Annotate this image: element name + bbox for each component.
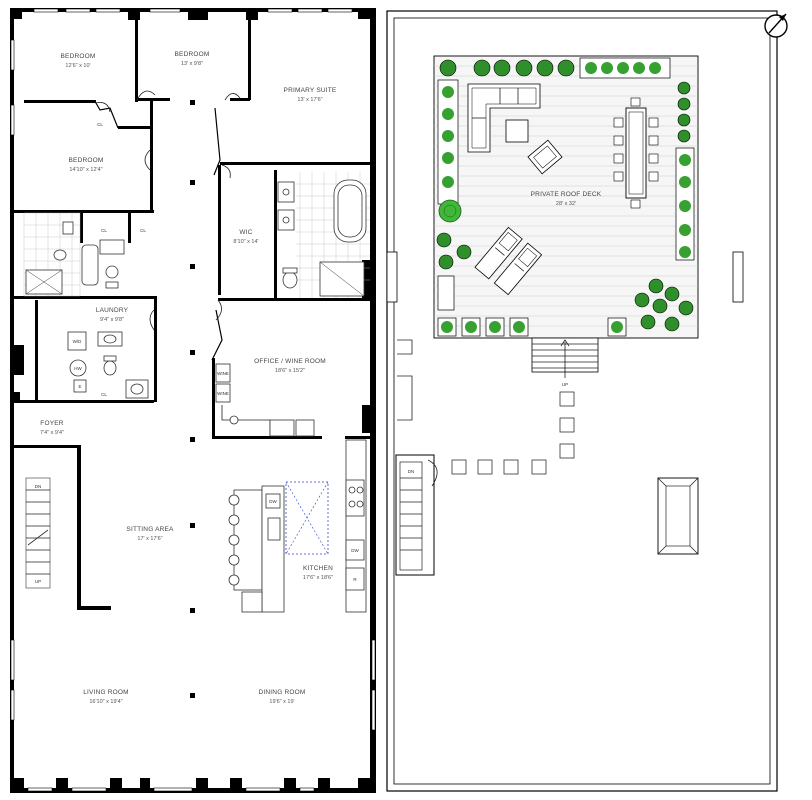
sectional-sofa (467, 83, 541, 153)
deck-stair-up-label: UP (562, 382, 568, 387)
dining-table (613, 97, 659, 209)
stair-dn-label: DN (35, 484, 42, 489)
dishwasher-label-2: DW (351, 548, 359, 553)
closet-label-1: CL (97, 122, 103, 127)
electric-label: E (78, 384, 81, 389)
room-dims-laundry: 9'4" x 9'8" (100, 317, 124, 323)
skylight (657, 477, 699, 555)
room-name-wic: WIC (239, 229, 252, 236)
closet-label-3: CL (140, 228, 146, 233)
planters-top (439, 57, 671, 79)
laundry-fixtures: W/D HW E (67, 331, 149, 399)
washer-label: W/D (73, 339, 82, 344)
closet-label-2: CL (101, 228, 107, 233)
planters-left (436, 79, 472, 311)
bathroom-center (81, 239, 125, 289)
room-name-sitting-area: SITTING AREA (126, 526, 174, 533)
foyer-stair: DN UP (25, 477, 51, 589)
room-dims-bedroom-2: 13' x 9'8" (181, 61, 203, 67)
room-dims-office: 18'6" x 15'2" (275, 368, 305, 374)
room-dims-foyer: 7'4" x 9'4" (40, 430, 64, 436)
room-name-laundry: LAUNDRY (96, 307, 129, 314)
stepping-stones (451, 391, 575, 475)
roof-stair-dn-label: DN (408, 469, 415, 474)
room-name-office: OFFICE / WINE ROOM (254, 358, 326, 365)
room-name-bedroom-1: BEDROOM (61, 53, 96, 60)
wine-label-1: WINE (217, 371, 229, 376)
chaise-lounges (474, 226, 543, 296)
room-dims-living-room: 16'10" x 19'4" (89, 699, 122, 705)
wine-label-2: WINE (217, 391, 229, 396)
room-dims-bedroom-3: 14'10" x 12'4" (69, 167, 102, 173)
room-dims-sitting-area: 17' x 17'6" (137, 536, 162, 542)
room-name-living-room: LIVING ROOM (83, 689, 129, 696)
roof-deck: PRIVATE ROOF DECK 28' x 32' (433, 55, 699, 339)
kitchen-fixtures: DW DW R (228, 439, 367, 613)
room-name-primary-suite: PRIMARY SUITE (284, 87, 337, 94)
wine-storage: WINE WINE (215, 363, 315, 437)
water-heater-label: HW (74, 366, 82, 371)
roof-plan: DN (386, 10, 778, 792)
room-dims-kitchen: 17'6" x 18'6" (303, 575, 333, 581)
main-floor-plan: W/D HW E CL CL CL CL CL P WINE WINE (10, 8, 376, 793)
deck-steps: UP (531, 337, 599, 387)
room-name-kitchen: KITCHEN (303, 565, 333, 572)
room-dims-primary-suite: 13' x 17'6" (297, 97, 322, 103)
closet-label-4: CL (101, 392, 107, 397)
north-arrow-icon (764, 13, 788, 38)
planters-bottom (437, 278, 694, 337)
deck-dims: 28' x 32' (556, 201, 576, 207)
lounge-chair (527, 139, 563, 175)
room-name-bedroom-3: BEDROOM (69, 157, 104, 164)
stair-up-label: UP (35, 579, 41, 584)
planters-right (675, 81, 695, 261)
primary-bath (277, 172, 370, 298)
bathroom-left (23, 212, 81, 297)
refrigerator-label: R (353, 577, 357, 582)
room-dims-dining-room: 19'6" x 19' (269, 699, 294, 705)
room-dims-bedroom-1: 12'6" x 10' (65, 63, 90, 69)
room-name-foyer: FOYER (40, 420, 63, 427)
room-name-dining-room: DINING ROOM (259, 689, 306, 696)
room-name-bedroom-2: BEDROOM (175, 51, 210, 58)
room-dims-wic: 8'10" x 14' (233, 239, 258, 245)
deck-name: PRIVATE ROOF DECK (531, 191, 602, 198)
dishwasher-label: DW (269, 499, 277, 504)
